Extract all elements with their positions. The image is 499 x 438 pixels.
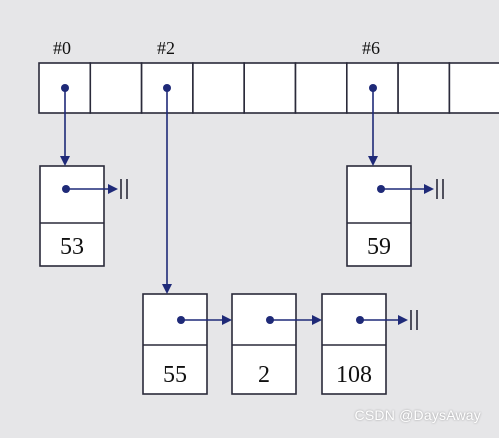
pointer-node55-to-node2 [177, 315, 232, 325]
hash-table-slot-3 [192, 62, 245, 114]
hash-table-slot-1 [89, 62, 143, 114]
node-value: 59 [367, 234, 391, 260]
pointer-slot6-to-node59 [368, 84, 378, 166]
hash-table-slot-8 [448, 62, 499, 114]
null-pointer-node53 [62, 179, 128, 199]
hash-table-slot-7 [397, 62, 451, 114]
node-value: 53 [60, 234, 84, 260]
index-label-6: #6 [362, 38, 380, 58]
list-node-2: 2 [231, 293, 297, 395]
null-pointer-node108 [356, 310, 418, 330]
list-node-53: 53 [39, 165, 105, 267]
list-node-55: 55 [142, 293, 208, 395]
hash-table-array [38, 62, 499, 114]
index-label-2: #2 [157, 38, 175, 58]
index-label-0: #0 [53, 38, 71, 58]
null-pointer-node59 [377, 179, 444, 199]
node-value: 108 [336, 362, 372, 388]
list-node-59: 59 [346, 165, 412, 267]
hash-table-slot-4 [243, 62, 297, 114]
pointer-slot0-to-node53 [60, 84, 70, 166]
hash-table-slot-5 [294, 62, 348, 114]
node-value: 2 [258, 362, 270, 388]
pointer-slot2-to-node55 [162, 84, 172, 294]
pointer-node2-to-node108 [266, 315, 322, 325]
list-node-108: 108 [321, 293, 387, 395]
watermark: CSDN @DaysAway [354, 407, 481, 423]
node-value: 55 [163, 362, 187, 388]
